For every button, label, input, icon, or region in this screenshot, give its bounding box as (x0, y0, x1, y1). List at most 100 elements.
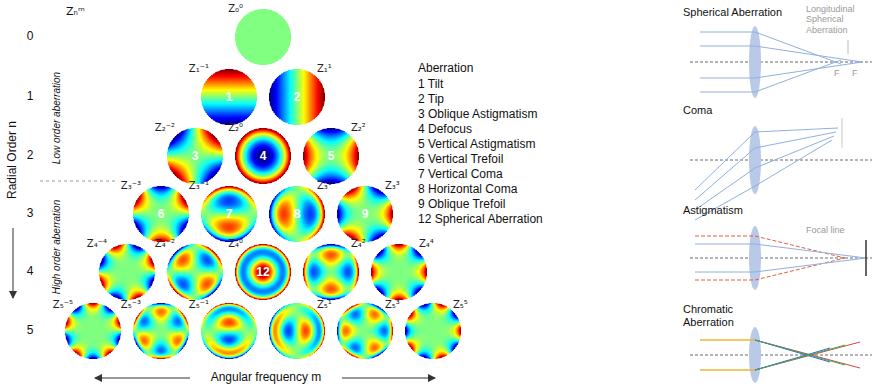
zernike-map (303, 244, 359, 300)
list-item: 7 Vertical Coma (418, 168, 503, 182)
row-number: 3 (27, 207, 34, 221)
zernike-map-image (201, 303, 257, 359)
panel-title: Coma (683, 104, 712, 117)
zernike-map-image (65, 303, 121, 359)
zernike-symbol: Z₂⁰ (228, 122, 243, 133)
zernike-map-image (235, 128, 291, 184)
zernike-map-image (337, 303, 393, 359)
chromatic-lens-figure (690, 327, 872, 383)
zernike-map (405, 303, 461, 359)
zernike-symbol: Z₃⁻³ (121, 180, 141, 191)
focus-label: F (834, 68, 840, 78)
callout-number: 8 (269, 207, 325, 221)
zernike-map (99, 244, 155, 300)
row-number: 2 (27, 149, 34, 163)
zernike-circle: Z₃⁻³6 (133, 186, 189, 242)
list-item: 8 Horizontal Coma (418, 183, 517, 197)
panel-title: Astigmatism (683, 204, 743, 217)
zernike-circle: Z₂⁻²3 (167, 128, 223, 184)
callout-number: 4 (235, 149, 291, 163)
zernike-circle: Z₄⁴ (371, 244, 427, 300)
row-number: 5 (27, 324, 34, 338)
zernike-circle: Z₅⁻³ (133, 303, 189, 359)
group-label: High order aberration (51, 200, 63, 295)
group-label: Low order aberration (51, 72, 63, 164)
list-item: 6 Vertical Trefoil (418, 153, 503, 167)
zernike-map-image (201, 69, 257, 125)
zernike-symbol: Z₄⁰ (228, 238, 243, 249)
callout-number: 3 (167, 149, 223, 163)
zernike-symbol: Z₂⁻² (155, 122, 175, 133)
zernike-symbol: Z₄⁻² (155, 238, 175, 249)
zernike-circle: Z₅¹ (269, 303, 325, 359)
astigmatism-lens-figure (690, 226, 872, 290)
axis-title: Angular frequency m (211, 371, 322, 385)
zernike-map-image (235, 244, 291, 300)
zernike-circle: Z₁⁻¹1 (201, 69, 257, 125)
zernike-map-image (269, 303, 325, 359)
annotation: Focal line (806, 225, 845, 235)
zernike-map-image (99, 244, 155, 300)
axis-arrows (13, 228, 435, 378)
zernike-map-image (133, 186, 189, 242)
zernike-map-image (371, 244, 427, 300)
zernike-circle: Z₄⁰12 (235, 244, 291, 300)
zernike-symbol: Z₃³ (385, 180, 400, 191)
zernike-map (269, 303, 325, 359)
zernike-symbol: Z₄⁻⁴ (87, 238, 107, 249)
zernike-map-image (405, 303, 461, 359)
zernike-circle: Z₃³9 (337, 186, 393, 242)
list-item: 12 Spherical Aberration (418, 213, 543, 227)
zernike-circle: Z₂⁰4 (235, 128, 291, 184)
notation-key: Zₙᵐ (66, 6, 85, 19)
list-item: 9 Oblique Trefoil (418, 198, 505, 212)
zernike-map-image (269, 69, 325, 125)
zernike-symbol: Z₅⁻³ (121, 299, 141, 310)
zernike-symbol: Z₅⁵ (453, 299, 468, 310)
zernike-map-image (235, 9, 291, 65)
zernike-map-image (337, 186, 393, 242)
zernike-symbol: Z₁¹ (317, 63, 332, 74)
zernike-symbol: Z₅¹ (317, 299, 332, 310)
panel-title: Spherical Aberration (683, 6, 782, 19)
list-heading: Aberration (418, 62, 473, 76)
callout-number: 1 (201, 90, 257, 104)
zernike-circle: Z₄² (303, 244, 359, 300)
zernike-symbol: Z₂² (351, 122, 366, 133)
zernike-circle: Z₅⁵ (405, 303, 461, 359)
zernike-map-image (167, 244, 223, 300)
callout-number: 2 (269, 90, 325, 104)
zernike-map-image (167, 128, 223, 184)
zernike-symbol: Z₅⁻¹ (189, 299, 209, 310)
zernike-circle: Z₅⁻⁵ (65, 303, 121, 359)
zernike-map-image (303, 244, 359, 300)
zernike-symbol: Z₃⁻¹ (189, 180, 209, 191)
panel-title: Chromatic Aberration (683, 303, 755, 328)
zernike-circle: Z₅⁻¹ (201, 303, 257, 359)
focus-label: F (852, 68, 858, 78)
zernike-map-image (201, 186, 257, 242)
zernike-map (201, 303, 257, 359)
callout-number: 9 (337, 207, 393, 221)
callout-number: 12 (235, 265, 291, 279)
list-item: 3 Oblique Astigmatism (418, 108, 537, 122)
zernike-map (167, 244, 223, 300)
zernike-symbol: Z₄² (351, 238, 366, 249)
zernike-circle: Z₄⁻² (167, 244, 223, 300)
callout-number: 6 (133, 207, 189, 221)
row-number: 0 (27, 30, 34, 44)
zernike-symbol: Z₅⁻⁵ (53, 299, 73, 310)
zernike-symbol: Z₀⁰ (228, 3, 243, 14)
zernike-symbol: Z₅³ (385, 299, 400, 310)
zernike-map (235, 9, 291, 65)
axis-title: Radial Order n (6, 121, 20, 199)
zernike-map-image (269, 186, 325, 242)
row-number: 4 (27, 265, 34, 279)
zernike-symbol: Z₄⁴ (419, 238, 434, 249)
list-item: 4 Defocus (418, 123, 472, 137)
list-item: 5 Vertical Astigmatism (418, 138, 535, 152)
list-item: 2 Tip (418, 93, 444, 107)
zernike-circle: Z₂²5 (303, 128, 359, 184)
zernike-circle: Z₃⁻¹7 (201, 186, 257, 242)
